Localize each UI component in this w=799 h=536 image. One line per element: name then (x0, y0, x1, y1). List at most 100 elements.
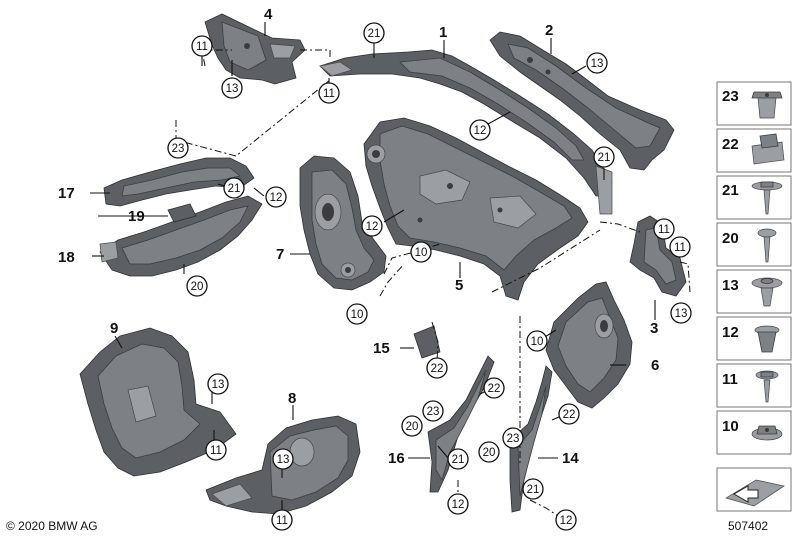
part-label-9: 9 (110, 320, 118, 337)
svg-text:13: 13 (591, 58, 604, 70)
callout-13[interactable]: 13 (670, 302, 692, 324)
part-label-18: 18 (58, 249, 75, 266)
svg-text:11: 11 (658, 224, 670, 236)
svg-text:13: 13 (212, 379, 225, 391)
callout-12[interactable]: 12 (361, 215, 383, 237)
part-label-16: 16 (388, 450, 405, 467)
callout-11[interactable]: 11 (653, 218, 675, 240)
callout-10[interactable]: 10 (526, 330, 548, 352)
callout-12[interactable]: 12 (265, 186, 287, 208)
part-14-strut-right[interactable] (509, 365, 553, 513)
callout-10[interactable]: 10 (346, 303, 368, 325)
svg-text:10: 10 (722, 418, 739, 435)
fastener-row-12[interactable]: 12 (716, 316, 792, 361)
callout-21[interactable]: 21 (593, 146, 615, 168)
callout-13[interactable]: 13 (207, 373, 229, 395)
callout-11[interactable]: 11 (318, 82, 340, 104)
callout-23[interactable]: 23 (422, 400, 444, 422)
callout-11[interactable]: 11 (205, 439, 227, 461)
svg-text:10: 10 (531, 336, 544, 348)
fastener-row-gasket[interactable] (716, 467, 792, 512)
part-1-cowl-panel[interactable] (319, 49, 613, 215)
callout-20[interactable]: 20 (401, 415, 423, 437)
part-5-firewall-insulation[interactable] (363, 117, 589, 301)
part-label-2: 2 (545, 22, 553, 39)
fastener-row-10[interactable]: 10 (716, 410, 792, 455)
fastener-row-11[interactable]: 11 (716, 363, 792, 408)
callout-12[interactable]: 12 (469, 119, 491, 141)
part-label-6: 6 (651, 357, 659, 374)
callout-21[interactable]: 21 (363, 22, 385, 44)
callout-22[interactable]: 22 (483, 377, 505, 399)
svg-text:12: 12 (560, 515, 573, 527)
plastic-nut-icon (754, 325, 780, 353)
fastener-row-22[interactable]: 22 (716, 128, 792, 173)
fastener-callouts: 11 13 21 11 13 12 23 21 12 20 12 21 10 1… (167, 22, 692, 531)
svg-text:22: 22 (488, 383, 501, 395)
part-18-lower-support[interactable] (99, 195, 263, 277)
svg-text:23: 23 (722, 88, 739, 105)
svg-text:11: 11 (196, 41, 208, 53)
callout-10[interactable]: 10 (410, 241, 432, 263)
part-4-insulation-bracket[interactable] (204, 13, 306, 85)
svg-text:13: 13 (722, 277, 739, 294)
callout-11[interactable]: 11 (271, 509, 293, 531)
callout-23[interactable]: 23 (502, 427, 524, 449)
callout-21[interactable]: 21 (447, 448, 469, 470)
clip-nut-icon (751, 133, 785, 165)
svg-text:12: 12 (270, 192, 283, 204)
part-9-large-bracket[interactable] (79, 327, 237, 477)
svg-text:20: 20 (406, 421, 419, 433)
svg-text:21: 21 (598, 152, 611, 164)
part-labels: 4 1 2 17 19 18 7 5 3 6 15 9 8 16 14 (58, 6, 659, 467)
svg-text:12: 12 (474, 125, 487, 137)
part-15-cover-plate[interactable] (413, 325, 441, 359)
diagram-id: 507402 (728, 519, 768, 533)
fastener-panel: 23 22 21 (716, 81, 792, 512)
part-label-19: 19 (128, 208, 145, 225)
part-16-strut-left[interactable] (427, 355, 495, 493)
fastener-row-23[interactable]: 23 (716, 81, 792, 126)
callout-13[interactable]: 13 (221, 77, 243, 99)
svg-text:12: 12 (452, 499, 465, 511)
fastener-row-20[interactable]: 20 (716, 222, 792, 267)
svg-text:21: 21 (228, 183, 241, 195)
callout-12[interactable]: 12 (447, 493, 469, 515)
part-label-3: 3 (650, 320, 658, 337)
callout-22[interactable]: 22 (558, 403, 580, 425)
callout-11[interactable]: 11 (191, 35, 213, 57)
fastener-row-13[interactable]: 13 (716, 269, 792, 314)
callout-11[interactable]: 11 (669, 236, 691, 258)
callout-23[interactable]: 23 (167, 137, 189, 159)
callout-20[interactable]: 20 (478, 441, 500, 463)
callout-21[interactable]: 21 (522, 478, 544, 500)
callout-13[interactable]: 13 (586, 52, 608, 74)
part-label-17: 17 (58, 185, 75, 202)
part-2-air-duct[interactable] (489, 31, 675, 171)
sheet-metal-screw-icon (755, 370, 779, 403)
svg-text:11: 11 (323, 88, 335, 100)
svg-text:23: 23 (427, 406, 440, 418)
callout-13[interactable]: 13 (272, 448, 294, 470)
callout-22[interactable]: 22 (426, 357, 448, 379)
part-label-5: 5 (455, 277, 463, 294)
part-19-sound-pad[interactable] (167, 203, 197, 223)
callout-12[interactable]: 12 (555, 509, 577, 531)
svg-text:13: 13 (675, 308, 688, 320)
svg-text:20: 20 (191, 281, 204, 293)
callout-21[interactable]: 21 (223, 177, 245, 199)
svg-text:23: 23 (172, 143, 185, 155)
part-6-insulation-mat[interactable] (545, 281, 633, 409)
svg-text:22: 22 (563, 409, 576, 421)
plug-rivet-icon (751, 91, 783, 119)
svg-text:11: 11 (722, 371, 738, 388)
fastener-row-21[interactable]: 21 (716, 175, 792, 220)
callout-20[interactable]: 20 (186, 275, 208, 297)
svg-text:12: 12 (722, 324, 739, 341)
svg-text:11: 11 (210, 445, 222, 457)
copyright-text: © 2020 BMW AG (6, 519, 98, 533)
svg-text:11: 11 (674, 242, 686, 254)
part-7-side-insulation[interactable] (299, 155, 387, 291)
svg-text:22: 22 (431, 363, 444, 375)
